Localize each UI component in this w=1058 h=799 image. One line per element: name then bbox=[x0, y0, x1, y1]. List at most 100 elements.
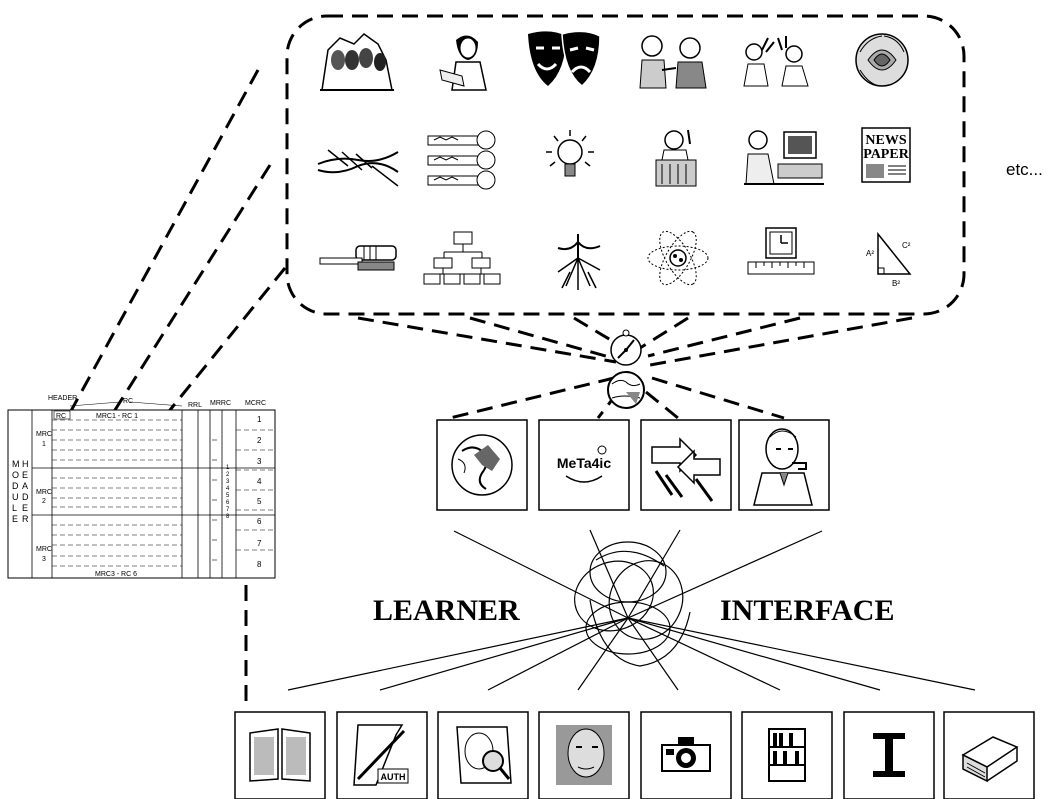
metaphor-logo-text: MeTa4ic bbox=[557, 455, 611, 471]
connector-mid-4 bbox=[651, 376, 785, 420]
portrait-icon bbox=[556, 725, 612, 785]
connector-mid-3 bbox=[645, 390, 679, 420]
side-letter: H bbox=[22, 459, 29, 469]
star-line bbox=[453, 530, 629, 619]
sphere-icon[interactable] bbox=[607, 371, 645, 409]
right-triangle-icon[interactable]: A² C² B² bbox=[866, 231, 912, 288]
star-line bbox=[627, 529, 681, 619]
atom-icon[interactable] bbox=[647, 226, 709, 290]
author-icon-text: AUTH bbox=[381, 772, 406, 782]
newspaper-icon[interactable]: NEWS PAPER bbox=[861, 127, 911, 183]
magnifier-face-icon bbox=[456, 726, 512, 784]
module-rc-cell: RC bbox=[56, 413, 66, 420]
person-at-computer-icon[interactable] bbox=[744, 130, 824, 185]
module-mrc-labels: MRC 1 MRC 2 MRC 3 bbox=[36, 431, 52, 563]
mcrc-number: 1 bbox=[257, 415, 262, 424]
arrows-icon bbox=[651, 437, 721, 502]
theater-masks-icon[interactable] bbox=[528, 30, 601, 87]
bottom-box-author[interactable]: AUTH bbox=[336, 711, 428, 799]
open-book-icon bbox=[249, 728, 311, 782]
sign-language-icon[interactable] bbox=[743, 36, 809, 87]
mcrc-number: 5 bbox=[257, 497, 262, 506]
mcrc-number: 4 bbox=[257, 477, 262, 486]
bottom-box-portrait[interactable] bbox=[538, 711, 630, 799]
connector-box-2 bbox=[469, 316, 621, 362]
mrrc-digit: 8 bbox=[226, 514, 230, 520]
module-dashed-rows bbox=[52, 419, 275, 567]
middle-box-metaphor[interactable]: MeTa4ic bbox=[538, 419, 630, 511]
side-letter: M bbox=[12, 459, 20, 469]
lecturer-podium-icon[interactable] bbox=[655, 129, 697, 187]
module-mcrc-numbers: 1 2 3 4 5 6 7 8 bbox=[257, 415, 262, 569]
keys-icon[interactable] bbox=[427, 130, 496, 190]
clock-ruler-icon[interactable] bbox=[747, 227, 815, 275]
braided-rope-icon[interactable] bbox=[317, 149, 399, 187]
etc-label: etc... bbox=[1006, 160, 1043, 179]
module-mrc1-rc1: MRC1 - RC 1 bbox=[96, 413, 138, 420]
mcrc-number: 7 bbox=[257, 539, 262, 548]
star-line bbox=[287, 617, 629, 691]
side-letter: R bbox=[22, 514, 29, 524]
side-letter: E bbox=[12, 514, 18, 524]
side-letter: E bbox=[22, 503, 28, 513]
bottom-box-open-book[interactable] bbox=[234, 711, 326, 799]
mcrc-number: 2 bbox=[257, 436, 262, 445]
side-letter: A bbox=[22, 481, 28, 491]
mrrc-digit: 6 bbox=[226, 500, 230, 506]
side-letter: L bbox=[12, 503, 17, 513]
star-line bbox=[379, 617, 629, 691]
module-mrrc-digits: 1 2 3 4 5 6 7 8 bbox=[226, 465, 230, 520]
interface-knot-icon bbox=[574, 541, 691, 667]
metaphor-logo-icon: MeTa4ic bbox=[557, 445, 611, 483]
bottom-box-magnifier[interactable] bbox=[437, 711, 529, 799]
bottom-box-camera[interactable] bbox=[640, 711, 732, 799]
middle-box-arrows[interactable] bbox=[640, 419, 732, 511]
module-rc-label: RC bbox=[123, 398, 133, 405]
woman-reading-icon[interactable] bbox=[439, 35, 487, 91]
connector-box-3 bbox=[573, 316, 625, 350]
middle-box-thinker[interactable] bbox=[738, 419, 830, 511]
tree-roots-icon[interactable] bbox=[557, 234, 601, 290]
side-letter: U bbox=[12, 492, 19, 502]
bottom-box-i-beam[interactable] bbox=[843, 711, 935, 799]
mrc-number: 1 bbox=[42, 441, 46, 448]
light-bulb-icon[interactable] bbox=[546, 130, 594, 177]
middle-box-globe[interactable] bbox=[436, 419, 528, 511]
star-line bbox=[627, 617, 781, 691]
star-line bbox=[627, 617, 881, 691]
mount-rushmore-icon[interactable] bbox=[320, 33, 394, 91]
i-beam-cursor-icon bbox=[873, 733, 905, 777]
mrc-number: 2 bbox=[42, 498, 46, 505]
org-chart-icon[interactable] bbox=[423, 231, 501, 285]
mrrc-digit: 3 bbox=[226, 479, 230, 485]
mrc-label: MRC bbox=[36, 431, 52, 438]
side-letter: D bbox=[12, 481, 19, 491]
author-scroll-icon: AUTH bbox=[353, 724, 409, 786]
learner-label: LEARNER bbox=[373, 594, 520, 627]
thinking-man-icon bbox=[753, 428, 813, 506]
triangle-label-a: A² bbox=[866, 249, 874, 258]
connector-mid-1 bbox=[449, 376, 615, 420]
bottom-box-bookshelf[interactable] bbox=[741, 711, 833, 799]
rose-icon[interactable] bbox=[855, 33, 909, 87]
gavel-icon[interactable] bbox=[319, 245, 397, 271]
compass-icon[interactable] bbox=[610, 329, 642, 366]
module-mcrc-label: MCRC bbox=[245, 400, 266, 407]
mrrc-digit: 2 bbox=[226, 472, 230, 478]
module-mrc3-rc6: MRC3 - RC 6 bbox=[95, 571, 137, 578]
newspaper-word-paper: PAPER bbox=[863, 147, 910, 162]
module-table: HEADER RC RRL MRRC MCRC bbox=[7, 395, 276, 579]
side-letter: D bbox=[22, 492, 29, 502]
mcrc-number: 6 bbox=[257, 517, 262, 526]
two-people-talking-icon[interactable] bbox=[639, 35, 707, 89]
camera-icon bbox=[661, 737, 711, 772]
mcrc-number: 8 bbox=[257, 560, 262, 569]
star-line bbox=[589, 529, 629, 619]
connector-box-1 bbox=[357, 316, 617, 364]
bookshelf-icon bbox=[768, 728, 806, 782]
closed-book-icon bbox=[961, 736, 1019, 783]
bottom-box-closed-book[interactable] bbox=[943, 711, 1035, 799]
mrrc-digit: 5 bbox=[226, 493, 230, 499]
mrc-label: MRC bbox=[36, 546, 52, 553]
